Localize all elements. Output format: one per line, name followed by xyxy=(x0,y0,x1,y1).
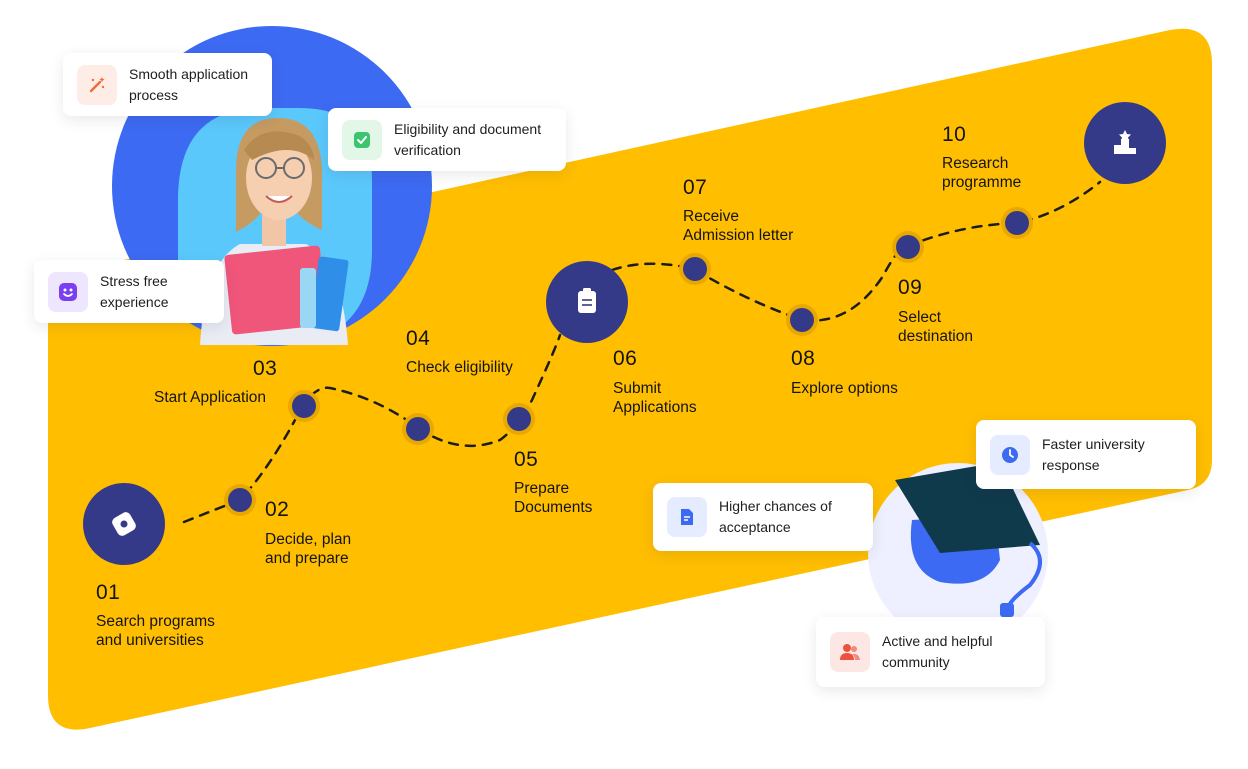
card-stress-free: Stress free experience xyxy=(34,260,224,323)
step-08-label: Explore options xyxy=(791,380,898,397)
magic-wand-icon xyxy=(77,64,117,105)
node-step-04 xyxy=(402,413,434,445)
document-icon xyxy=(667,497,707,537)
step-09-label: Select destination xyxy=(898,309,973,345)
step-01-number: 01 xyxy=(96,581,121,604)
card-eligibility-text: Eligibility and document verification xyxy=(394,120,542,158)
step-07-number: 07 xyxy=(683,176,708,199)
clipboard-icon xyxy=(578,288,596,313)
step-02-label: Decide, plan and prepare xyxy=(265,531,352,567)
step-06-label: Submit Applications xyxy=(613,380,697,416)
step-04-label: Check eligibility xyxy=(406,359,513,376)
card-community-text: Active and helpful community xyxy=(882,633,993,670)
step-05-number: 05 xyxy=(514,448,539,471)
smiley-icon xyxy=(48,271,88,312)
card-faster-response: Faster university response xyxy=(976,420,1196,489)
node-step-02 xyxy=(224,484,256,516)
step-10-number: 10 xyxy=(942,123,967,146)
podium-icon xyxy=(1114,130,1136,154)
student-photo xyxy=(200,118,349,345)
card-faster-text: Faster university response xyxy=(1042,435,1145,473)
yellow-band xyxy=(48,28,1212,730)
card-eligibility-verification: Eligibility and document verification xyxy=(328,108,566,171)
check-icon xyxy=(342,119,382,160)
node-step-09 xyxy=(892,231,924,263)
clock-icon xyxy=(990,434,1030,475)
node-step-03 xyxy=(288,390,320,422)
card-helpful-community: Active and helpful community xyxy=(816,617,1045,687)
node-step-05 xyxy=(503,403,535,435)
card-stress-text: Stress free experience xyxy=(100,272,169,310)
card-smooth-text: Smooth application process xyxy=(129,65,249,103)
step-06-number: 06 xyxy=(613,347,638,370)
card-acceptance-text: Higher chances of acceptance xyxy=(719,498,832,535)
node-step-10-small xyxy=(1001,207,1033,239)
node-step-08 xyxy=(786,304,818,336)
step-09-number: 09 xyxy=(898,276,923,299)
step-02-number: 02 xyxy=(265,498,290,521)
card-higher-acceptance: Higher chances of acceptance xyxy=(653,483,873,551)
node-step-07 xyxy=(679,253,711,285)
step-08-number: 08 xyxy=(791,347,816,370)
step-03-number: 03 xyxy=(253,357,278,380)
step-03-label: Start Application xyxy=(154,389,267,406)
step-05-label: Prepare Documents xyxy=(514,480,593,516)
step-01-label: Search programs and universities xyxy=(96,613,215,649)
compass-icon xyxy=(112,512,136,536)
step-07-label: Receive Admission letter xyxy=(683,208,794,244)
step-04-number: 04 xyxy=(406,327,431,350)
step-10-label: Research programme xyxy=(942,155,1022,191)
users-icon xyxy=(830,632,870,672)
card-smooth-application: Smooth application process xyxy=(63,53,272,116)
